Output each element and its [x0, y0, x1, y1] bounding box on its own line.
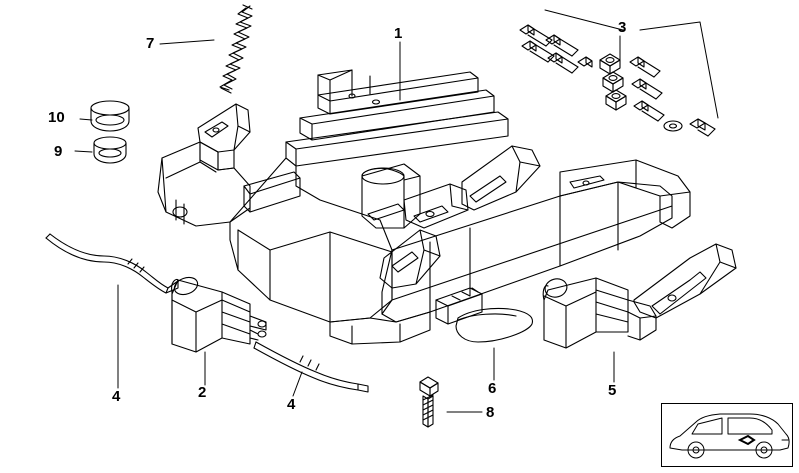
part-5-motor-gearbox — [542, 243, 737, 349]
part-4a-flexible-drive-shaft — [45, 233, 179, 294]
callout-4-left: 4 — [112, 388, 121, 405]
callout-1: 1 — [394, 25, 403, 42]
callout-10: 10 — [48, 109, 65, 126]
part-6-cover-plate — [455, 307, 534, 343]
callout-3: 3 — [618, 19, 627, 36]
callout-5: 5 — [608, 382, 617, 399]
callout-2: 2 — [198, 384, 207, 401]
callout-6: 6 — [488, 380, 497, 397]
car-outline-icon — [669, 413, 790, 459]
part-9-rubber-buffer-small — [93, 136, 127, 164]
callout-7: 7 — [146, 35, 155, 52]
vehicle-silhouette-thumbnail — [661, 403, 793, 467]
part-2-electric-motor — [171, 276, 267, 353]
part-4b-flexible-drive-shaft — [253, 341, 369, 393]
part-10-rubber-buffer-large — [90, 100, 130, 132]
callout-9: 9 — [54, 143, 63, 160]
part-8-hex-bolt — [419, 376, 439, 428]
leader-lines — [74, 9, 719, 413]
callout-8: 8 — [486, 404, 495, 421]
part-3-fastener-group — [519, 24, 716, 137]
callout-4-bottom: 4 — [287, 396, 296, 413]
part-7-tension-spring — [219, 4, 253, 94]
part-1-seat-rail-assembly — [157, 69, 691, 345]
